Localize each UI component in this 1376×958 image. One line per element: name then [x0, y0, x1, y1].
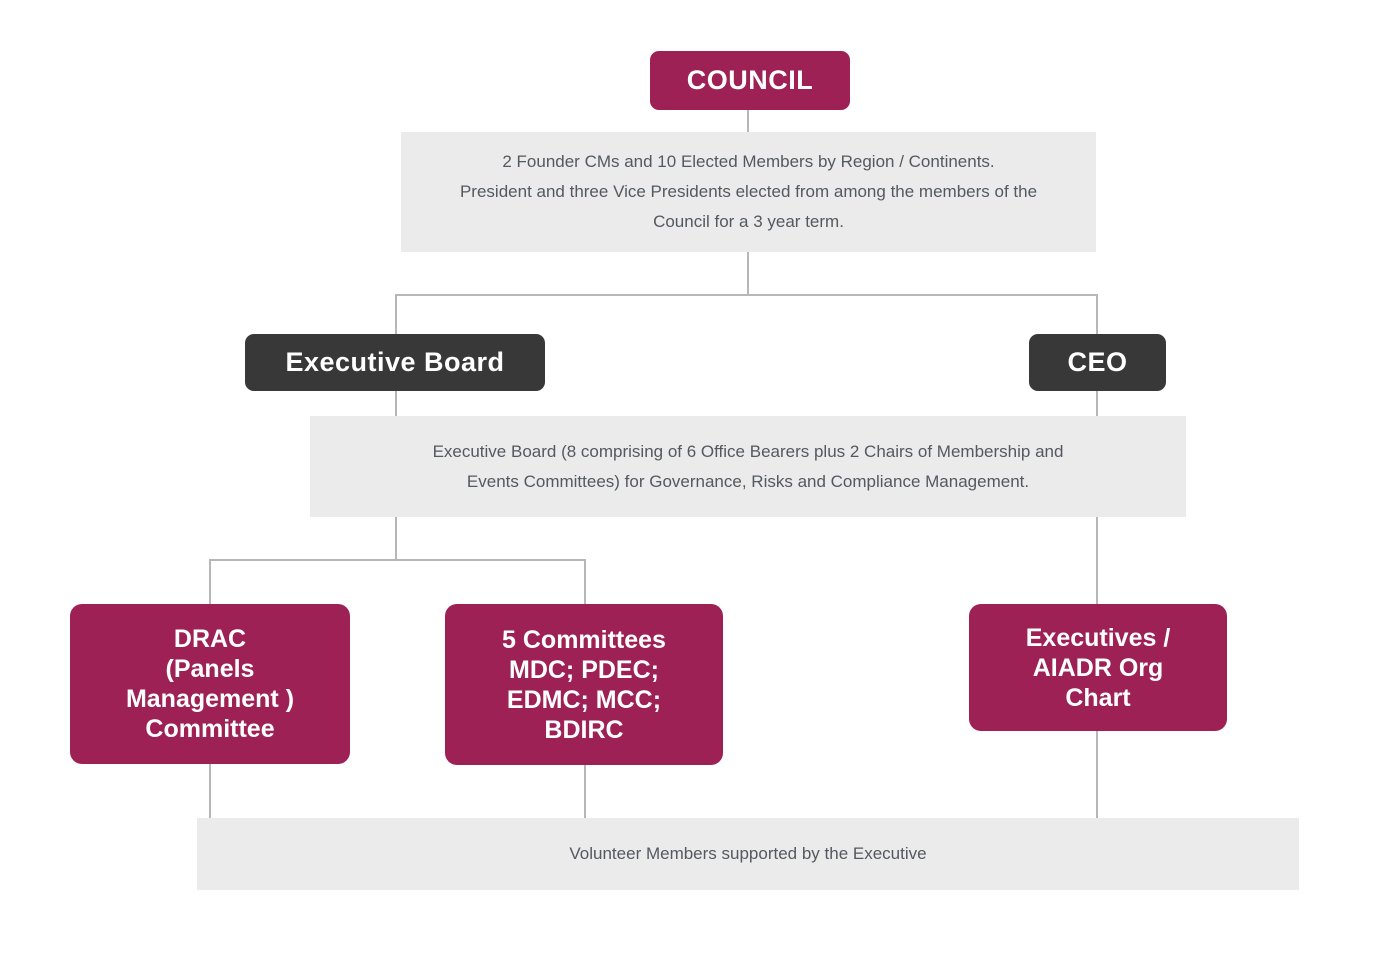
five-committees-line-1: 5 Committees — [502, 625, 666, 654]
connector-drac-to-volunteers-bar — [209, 760, 211, 820]
ceo-label: CEO — [1067, 347, 1128, 377]
volunteers-bar: Volunteer Members supported by the Execu… — [197, 818, 1299, 890]
council-node: COUNCIL — [650, 51, 850, 110]
executives-line-3: Chart — [1065, 683, 1131, 712]
executives-line-1: Executives / — [1025, 623, 1171, 652]
connector-executive-board-to-description — [395, 390, 397, 418]
connector-branch-to-executive-board — [395, 294, 397, 338]
connector-top-branch-horizontal — [395, 294, 1098, 296]
drac-line-4: Committee — [145, 715, 275, 743]
connector-description-to-lower-branch — [395, 515, 397, 561]
connector-description-to-branch — [747, 250, 749, 296]
drac-line-3: Management ) — [125, 685, 295, 713]
ceo-node: CEO — [1029, 334, 1166, 391]
connector-council-to-description — [747, 105, 749, 135]
connector-branch-to-ceo — [1096, 294, 1098, 338]
connector-executives-to-volunteers-bar — [1096, 730, 1098, 820]
connector-committees-to-volunteers-bar — [584, 762, 586, 820]
five-committees-line-4: BDIRC — [544, 715, 624, 744]
drac-line-2: (Panels — [165, 655, 255, 683]
executive-board-description-line-1: Executive Board (8 comprising of 6 Offic… — [432, 441, 1064, 461]
five-committees-node: 5 Committees MDC; PDEC; EDMC; MCC; BDIRC — [445, 604, 723, 765]
executive-board-node: Executive Board — [245, 334, 545, 391]
drac-line-1: DRAC — [173, 625, 247, 653]
executives-line-2: AIADR Org — [1032, 653, 1164, 682]
council-description-line-3: Council for a 3 year term. — [653, 212, 844, 231]
five-committees-line-3: EDMC; MCC; — [506, 685, 662, 714]
connector-branch-to-committees — [584, 559, 586, 606]
executive-board-description-line-2: Events Committees) for Governance, Risks… — [466, 471, 1030, 491]
council-label: COUNCIL — [686, 65, 814, 95]
executives-org-chart-node: Executives / AIADR Org Chart — [969, 604, 1227, 731]
executive-board-label: Executive Board — [285, 347, 505, 377]
connector-branch-to-drac — [209, 559, 211, 606]
drac-committee-node: DRAC (Panels Management ) Committee — [70, 604, 350, 764]
connector-lower-branch-horizontal — [209, 559, 586, 561]
volunteers-label: Volunteer Members supported by the Execu… — [569, 844, 927, 863]
five-committees-line-2: MDC; PDEC; — [509, 655, 659, 684]
council-description: 2 Founder CMs and 10 Elected Members by … — [401, 132, 1096, 252]
executive-board-description: Executive Board (8 comprising of 6 Offic… — [310, 416, 1186, 517]
council-description-line-1: 2 Founder CMs and 10 Elected Members by … — [502, 152, 995, 171]
council-description-line-2: President and three Vice Presidents elec… — [459, 182, 1038, 201]
